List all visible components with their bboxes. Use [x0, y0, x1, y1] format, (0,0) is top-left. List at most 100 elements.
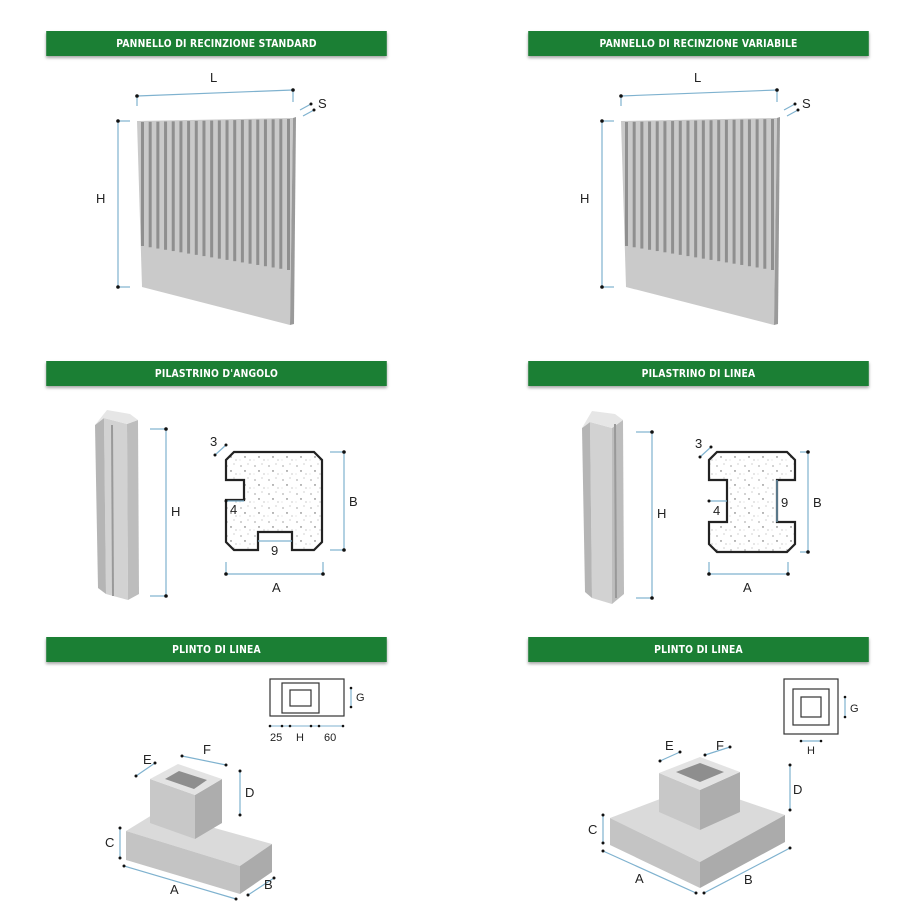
pilastrino-angolo-drawing: H 3 4 9 B A	[95, 410, 358, 600]
base-right	[240, 844, 272, 894]
panel-rib	[156, 121, 160, 249]
header-pannello-standard: PANNELLO DI RECINZIONE STANDARD	[46, 31, 387, 56]
label-f: F	[716, 738, 724, 753]
label-h: H	[580, 191, 589, 206]
panel-rib	[747, 119, 751, 267]
label-f: F	[203, 742, 211, 757]
label-60: 60	[324, 732, 336, 744]
panel-rib	[202, 120, 206, 257]
label-d: D	[793, 782, 802, 797]
panel-rib	[240, 119, 244, 263]
panel-rib	[187, 121, 191, 254]
label-b: B	[264, 877, 273, 892]
panel-rib	[625, 122, 628, 246]
panel-rib	[671, 121, 675, 254]
panel-rib	[263, 119, 267, 267]
pillar-front	[104, 418, 128, 600]
base-right	[700, 815, 785, 888]
header-plinto-linea-1: PLINTO DI LINEA	[46, 637, 387, 662]
panel-rib	[271, 119, 275, 268]
panel-edge	[774, 117, 780, 325]
pillar-side	[582, 422, 592, 598]
panel-rib	[225, 120, 229, 260]
pillar-right	[612, 420, 624, 604]
label-e: E	[143, 752, 152, 767]
panel-rib	[171, 121, 175, 252]
label-h: H	[657, 506, 666, 521]
panel-rib	[194, 120, 198, 255]
panel-rib	[732, 119, 736, 264]
plan-outer	[783, 678, 839, 735]
column-front	[659, 773, 700, 830]
panel-rib	[217, 120, 221, 259]
header-pannello-variabile: PANNELLO DI RECINZIONE VARIABILE	[528, 31, 869, 56]
panel-rib	[148, 121, 152, 248]
label-h: H	[807, 745, 815, 757]
panel-rib	[648, 121, 652, 250]
base-front	[610, 818, 700, 888]
pillar-side	[95, 418, 106, 594]
label-c: C	[588, 822, 597, 837]
cross-section-angolo	[224, 450, 324, 552]
panel-rib	[771, 119, 774, 270]
header-pilastrino-angolo: PILASTRINO D'ANGOLO	[46, 361, 387, 386]
label-h: H	[171, 504, 180, 519]
dim-line-l	[136, 89, 294, 97]
label-b: B	[813, 495, 822, 510]
plan-outer	[269, 678, 345, 717]
label-a: A	[272, 580, 281, 595]
panel-rib	[248, 119, 252, 264]
column-opening	[676, 763, 724, 782]
panel-rib	[694, 120, 698, 258]
panel-face	[137, 118, 293, 325]
panel-rib	[763, 119, 767, 269]
label-l: L	[694, 70, 701, 85]
label-a: A	[170, 882, 179, 897]
panel-rib	[663, 121, 667, 253]
column-opening	[165, 771, 207, 789]
label-notch-right: 9	[781, 495, 788, 510]
panel-rib	[164, 121, 168, 250]
panel-rib	[233, 120, 237, 262]
panel-rib	[678, 120, 682, 255]
column-right	[700, 772, 740, 830]
panel-rib	[686, 120, 690, 257]
panel-standard-drawing: L S H	[96, 70, 327, 325]
label-chamfer: 3	[210, 434, 217, 449]
pillar-front	[590, 422, 612, 604]
label-b: B	[744, 872, 753, 887]
panel-rib	[256, 119, 260, 265]
panel-rib	[724, 119, 728, 263]
label-b: B	[349, 494, 358, 509]
label-h: H	[296, 732, 304, 744]
label-25: 25	[270, 732, 282, 744]
plinto-linea-2-drawing: E F D C A B H G	[588, 678, 859, 895]
cross-section-linea	[707, 450, 797, 554]
label-h: H	[96, 191, 105, 206]
label-c: C	[105, 835, 114, 850]
panel-rib	[655, 121, 659, 252]
panel-rib	[640, 121, 644, 249]
label-s: S	[318, 96, 327, 111]
column-front	[150, 779, 195, 839]
panel-variabile-drawing: L S H	[580, 70, 811, 325]
panel-face	[621, 118, 777, 325]
label-d: D	[245, 785, 254, 800]
label-notch-left: 4	[713, 503, 720, 518]
label-chamfer: 3	[695, 436, 702, 451]
panel-rib	[141, 122, 144, 246]
panel-rib	[279, 119, 283, 269]
pillar-top	[95, 410, 138, 425]
panel-rib	[179, 121, 183, 253]
label-notch-bottom: 9	[271, 543, 278, 558]
panel-rib	[709, 120, 713, 260]
label-l: L	[210, 70, 217, 85]
label-a: A	[743, 580, 752, 595]
label-g: G	[850, 703, 859, 715]
label-a: A	[635, 871, 644, 886]
panel-rib	[701, 120, 705, 259]
pillar-top	[582, 411, 623, 428]
label-s: S	[802, 96, 811, 111]
column-right	[195, 779, 222, 839]
